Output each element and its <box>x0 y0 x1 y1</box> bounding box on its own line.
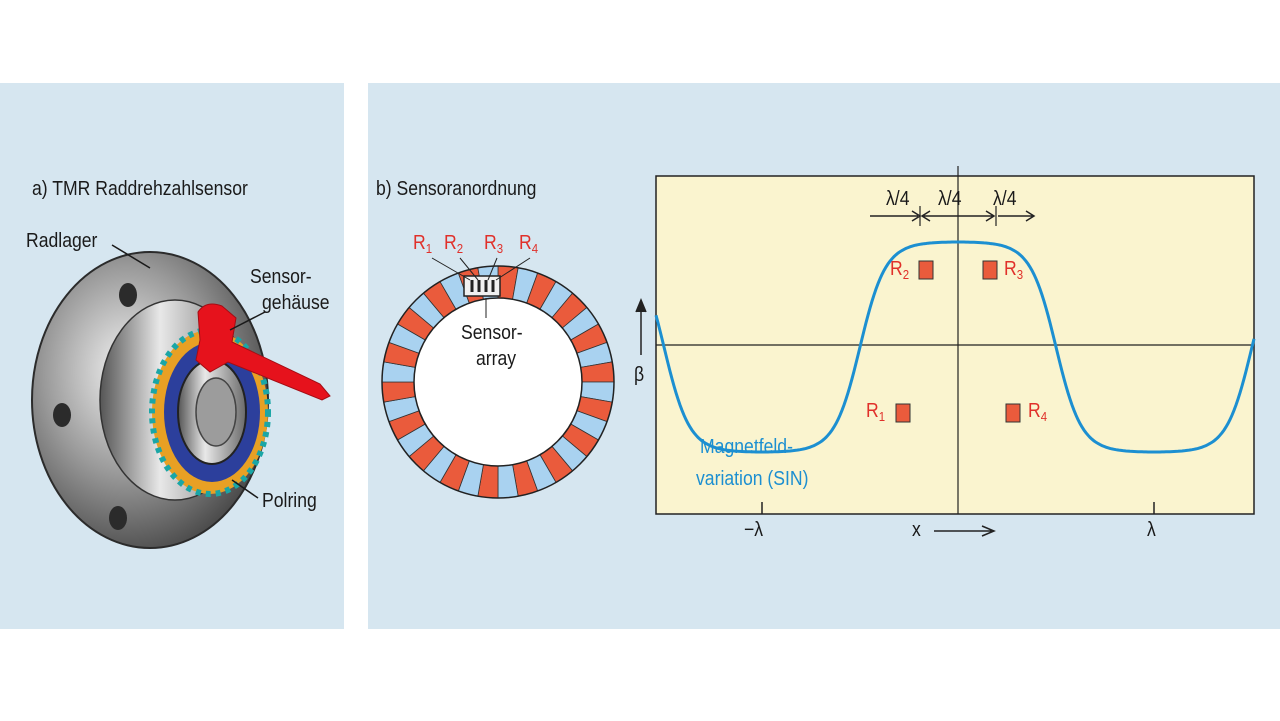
leader-radlager <box>111 244 151 269</box>
panel-b-title: b) Sensoranordnung <box>376 178 537 200</box>
panel-a-title: a) TMR Raddrehzahlsensor <box>32 178 248 200</box>
ring-sensor-label-r1: R1 <box>413 232 433 256</box>
graph-sensor-label-r2: R2 <box>890 258 910 282</box>
sensor-marker-r1 <box>895 403 911 423</box>
sensor-housing-label-line1: Sensor- <box>250 266 312 288</box>
pole-ring-inner-edge <box>413 297 583 467</box>
ring-sensor-label-r2: R2 <box>444 232 464 256</box>
curve-label-line2: variation (SIN) <box>696 468 809 490</box>
leader-sensor <box>229 311 266 331</box>
sensor-marker-r3 <box>982 260 998 280</box>
ring-sensor-label-r3: R3 <box>484 232 504 256</box>
lambda-arrow-left <box>870 210 922 222</box>
graph-sensor-label-r3: R3 <box>1004 258 1024 282</box>
leader-r4 <box>495 257 531 281</box>
x-tick-label-lambda: λ <box>1147 519 1156 541</box>
x-axis-label: x <box>912 519 921 541</box>
y-axis-arrow <box>635 298 647 355</box>
lambda-arrow-right <box>998 210 1036 222</box>
sensor-marker-r2 <box>918 260 934 280</box>
pole-ring-outer-edge <box>381 265 615 499</box>
radlager-label: Radlager <box>26 230 98 252</box>
x-tick-label-minus-lambda: −λ <box>744 519 764 541</box>
lambda-label-center: λ/4 <box>938 188 962 210</box>
hub-bore-inner <box>195 377 237 447</box>
ring-sensor-label-r4: R4 <box>519 232 539 256</box>
lambda-label-right: λ/4 <box>993 188 1017 210</box>
graph-sensor-label-r4: R4 <box>1028 400 1048 424</box>
leader-polring <box>231 479 259 499</box>
flange-hole <box>53 403 71 427</box>
flange-hole <box>109 506 127 530</box>
sensor-array-label-line2: array <box>476 348 517 370</box>
curve-label-line1: Magnetfeld- <box>700 436 793 458</box>
flange-hole <box>119 283 137 307</box>
sensor-housing-label-line2: gehäuse <box>262 292 330 314</box>
polring-label: Polring <box>262 490 317 512</box>
sensor-array-label-line1: Sensor- <box>461 322 523 344</box>
leader-r2 <box>459 257 479 281</box>
y-axis-label: β <box>634 364 645 386</box>
sensor-marker-r4 <box>1005 403 1021 423</box>
leader-r3 <box>487 257 498 281</box>
lambda-arrow-center <box>920 210 996 222</box>
magnetic-field-curve <box>654 240 1256 454</box>
graph-sensor-label-r1: R1 <box>866 400 886 424</box>
x-axis-arrow <box>934 525 996 537</box>
leader-r1 <box>431 257 471 281</box>
lambda-label-left: λ/4 <box>886 188 910 210</box>
sensor-housing <box>195 303 331 401</box>
